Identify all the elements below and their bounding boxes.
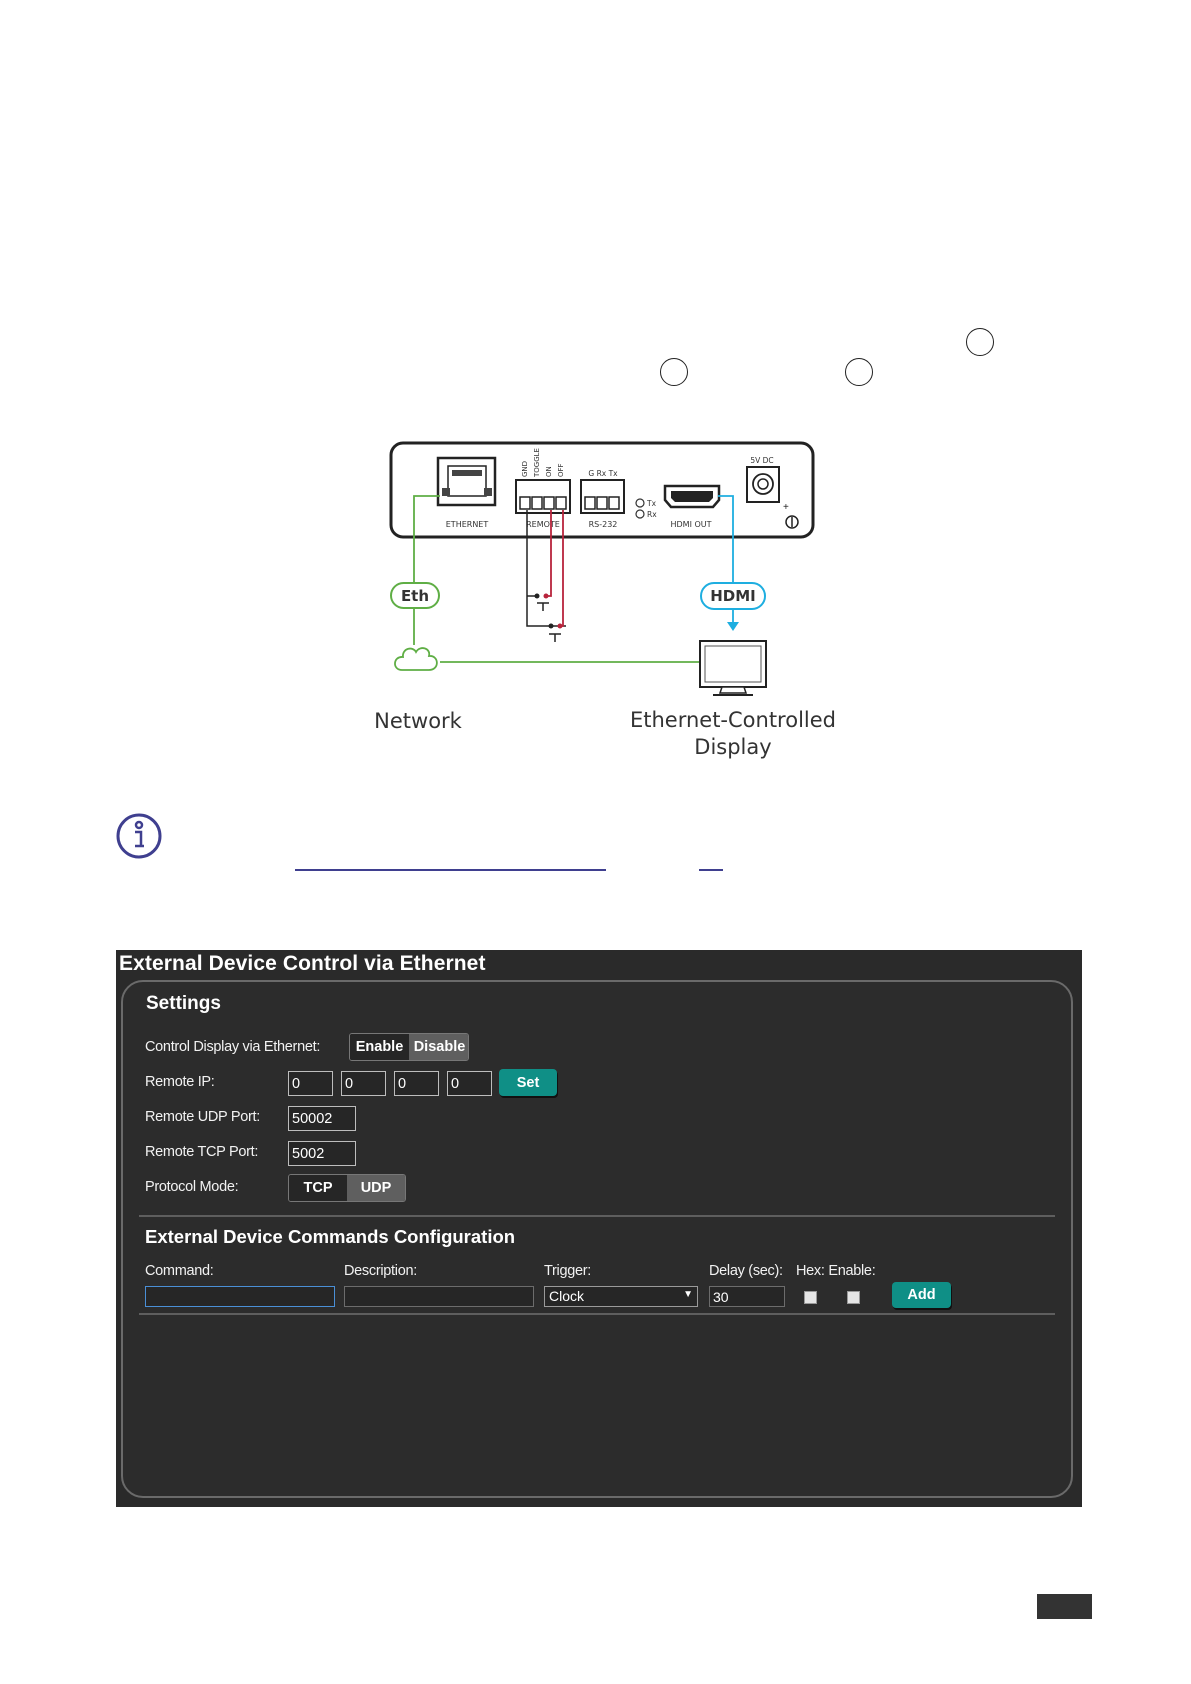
info-icon <box>116 813 162 859</box>
hdmi-cable <box>718 495 734 622</box>
hex-checkbox[interactable] <box>804 1291 817 1304</box>
network-label: Network <box>374 709 463 733</box>
external-device-control-panel: External Device Control via Ethernet Set… <box>116 950 1082 1507</box>
display-label-line1: Ethernet-Controlled <box>630 708 836 732</box>
svg-text:+: + <box>783 502 789 513</box>
tcp-button[interactable]: TCP <box>289 1175 347 1201</box>
control-display-label: Control Display via Ethernet: <box>145 1039 321 1055</box>
rs232-terminal-icon <box>580 479 625 514</box>
command-label: Command: <box>145 1263 214 1279</box>
ethernet-port-label: ETHERNET <box>446 520 489 529</box>
settings-container: Settings Control Display via Ethernet: E… <box>121 980 1073 1498</box>
ethernet-port-icon <box>436 456 497 507</box>
ethernet-cable <box>413 495 699 663</box>
remote-ip-octet-2[interactable] <box>341 1071 386 1096</box>
remote-udp-port-label: Remote UDP Port: <box>145 1109 261 1125</box>
command-input[interactable] <box>145 1286 335 1307</box>
remote-ip-octet-1[interactable] <box>288 1071 333 1096</box>
add-command-button[interactable]: Add <box>892 1282 951 1308</box>
tx-led-icon <box>635 498 645 508</box>
udp-button[interactable]: UDP <box>347 1175 405 1201</box>
tx-led-label: Tx <box>646 499 657 508</box>
display-monitor-icon <box>699 640 767 696</box>
display-label-line2: Display <box>694 735 771 759</box>
rx-led-label: Rx <box>647 510 657 519</box>
protocol-mode-toggle: TCP UDP <box>288 1174 406 1202</box>
eth-cable-label: Eth <box>401 587 429 605</box>
page-number-tab <box>1037 1594 1092 1619</box>
disable-button[interactable]: Disable <box>409 1034 468 1060</box>
description-input[interactable] <box>344 1286 534 1307</box>
step-marker-circle <box>845 358 873 386</box>
remote-ip-octet-3[interactable] <box>394 1071 439 1096</box>
trigger-select[interactable]: Clock ▼ <box>544 1286 698 1307</box>
remote-tcp-port-input[interactable] <box>288 1141 356 1166</box>
dropdown-arrow-icon: ▼ <box>683 1289 693 1300</box>
remote-pin-label: ON <box>545 466 553 477</box>
hdmi-cable-tag <box>700 582 766 610</box>
description-label: Description: <box>344 1263 417 1279</box>
eth-cable-tag <box>390 582 440 609</box>
commands-heading: External Device Commands Configuration <box>145 1226 516 1247</box>
connection-diagram: ETHERNET GND TOGGLE ON OFF REMOTE G Rx T… <box>374 441 836 759</box>
trigger-label: Trigger: <box>544 1263 592 1279</box>
trigger-selected-value: Clock <box>549 1288 585 1304</box>
remote-pin-label: OFF <box>557 463 565 477</box>
enable-checkbox[interactable] <box>847 1291 860 1304</box>
enable-button[interactable]: Enable <box>350 1034 409 1060</box>
step-marker-circle <box>660 358 688 386</box>
step-marker-circle <box>966 328 994 356</box>
set-ip-button[interactable]: Set <box>499 1069 557 1096</box>
remote-port-label: REMOTE <box>526 520 560 529</box>
link-underline[interactable] <box>295 869 606 871</box>
remote-udp-port-input[interactable] <box>288 1106 356 1131</box>
remote-pin-label: GND <box>521 461 529 477</box>
remote-ip-label: Remote IP: <box>145 1074 215 1090</box>
settings-heading: Settings <box>146 993 221 1014</box>
hex-enable-label: Hex: Enable: <box>796 1263 876 1279</box>
panel-title: External Device Control via Ethernet <box>119 952 486 975</box>
remote-tcp-port-label: Remote TCP Port: <box>145 1144 259 1160</box>
protocol-mode-label: Protocol Mode: <box>145 1179 239 1195</box>
remote-pin-label: TOGGLE <box>533 448 541 478</box>
rs232-port-label: RS-232 <box>589 520 618 529</box>
hdmi-cable-label: HDMI <box>710 587 756 605</box>
dc-power-jack-icon: + <box>746 466 799 529</box>
section-divider <box>139 1313 1055 1315</box>
rx-led-icon <box>635 509 645 519</box>
network-cloud-icon <box>394 647 438 671</box>
hdmi-port-icon <box>663 484 721 509</box>
link-underline[interactable] <box>699 869 723 871</box>
control-display-toggle: Enable Disable <box>349 1033 469 1061</box>
delay-label: Delay (sec): <box>709 1263 783 1279</box>
remote-terminal-icon <box>515 479 571 514</box>
dc-port-label: 5V DC <box>750 456 773 465</box>
section-divider <box>139 1215 1055 1217</box>
rs232-pins-label: G Rx Tx <box>588 469 618 478</box>
hdmi-port-label: HDMI OUT <box>670 520 711 529</box>
delay-input[interactable] <box>709 1286 785 1307</box>
remote-ip-octet-4[interactable] <box>447 1071 492 1096</box>
